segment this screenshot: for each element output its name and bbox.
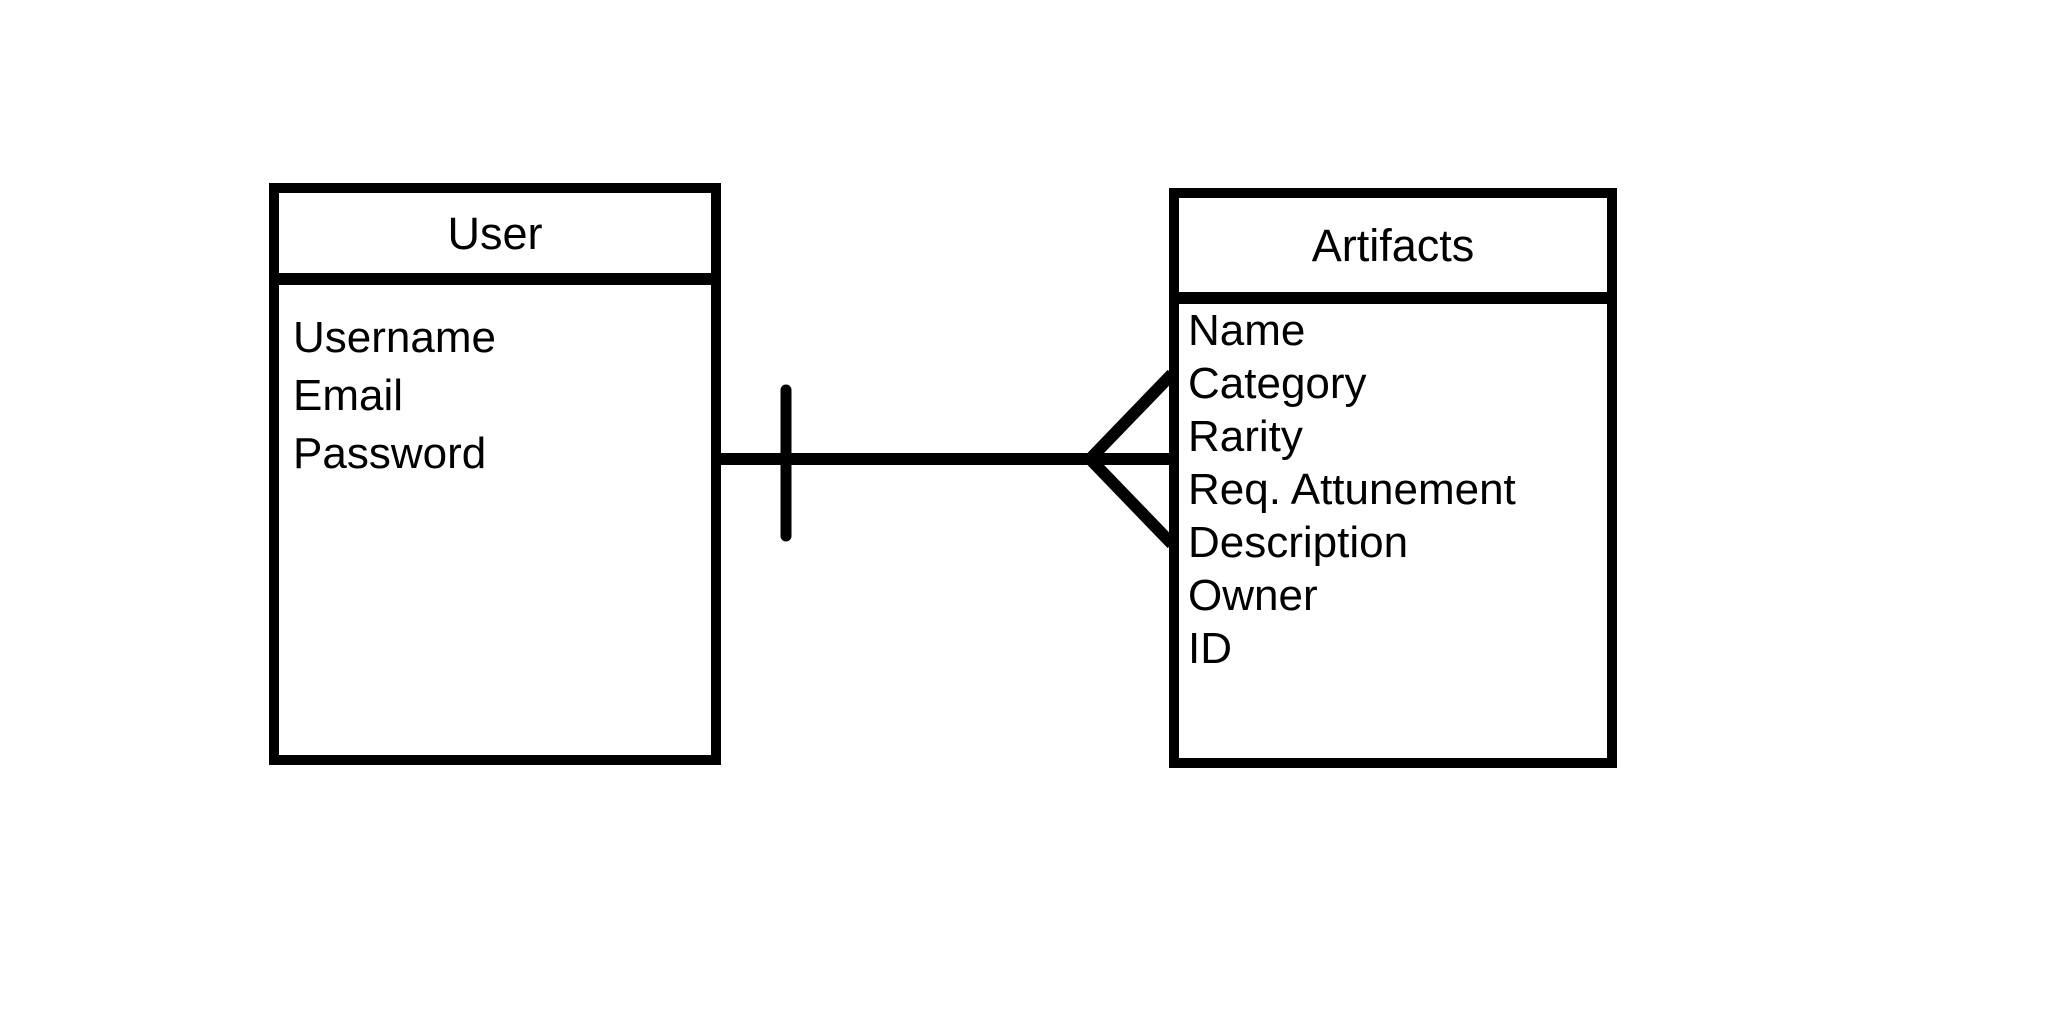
attribute-id: ID	[1188, 624, 1232, 673]
entity-user-attributes: Username Email Password	[279, 285, 711, 483]
attribute-owner: Owner	[1188, 571, 1318, 620]
attribute-username: Username	[293, 313, 496, 362]
attribute-req-attunement: Req. Attunement	[1188, 465, 1516, 514]
entity-user-title: User	[279, 193, 711, 285]
entity-artifacts: Artifacts Name Category Rarity Req. Attu…	[1169, 188, 1617, 768]
attribute-rarity: Rarity	[1188, 412, 1303, 461]
attribute-description: Description	[1188, 518, 1409, 567]
attribute-email: Email	[293, 371, 404, 420]
attribute-name: Name	[1188, 306, 1306, 355]
entity-user: User Username Email Password	[269, 183, 721, 765]
entity-artifacts-title: Artifacts	[1179, 198, 1607, 304]
attribute-password: Password	[293, 429, 487, 478]
attribute-category: Category	[1188, 359, 1367, 408]
entity-artifacts-attributes: Name Category Rarity Req. Attunement Des…	[1179, 304, 1607, 675]
crow-foot-lower-prong	[1085, 454, 1177, 549]
crow-foot-upper-prong	[1085, 369, 1177, 464]
